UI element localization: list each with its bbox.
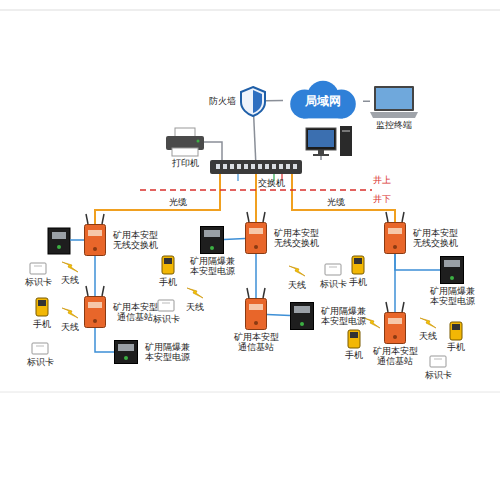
node-label: 矿用本安型通信基站: [231, 332, 281, 353]
power-supply: 矿用隔爆兼本安型电源: [290, 302, 314, 330]
annotation-label: 手机: [349, 277, 367, 287]
wireless-switch: 矿用本安型无线交换机: [84, 224, 106, 256]
station-body: [246, 223, 267, 254]
power-supply-shape: [114, 340, 138, 364]
connector-line: [255, 174, 257, 222]
connector-line: [395, 254, 440, 270]
connector-line: [266, 100, 283, 102]
wireless-switch-shape: [245, 222, 267, 254]
annotation-label: 手机: [33, 319, 51, 329]
connector-line: [394, 254, 396, 312]
printer-icon-shape: [166, 128, 204, 156]
base-station: 矿用本安型通信基站: [384, 312, 406, 344]
annotation-label: 天线: [419, 331, 437, 341]
node-label: 防火墙: [209, 96, 236, 106]
wireless-switch-shape: [84, 224, 106, 256]
annotation-label: 手机: [159, 277, 177, 287]
node-label: 矿用隔爆兼本安型电源: [187, 256, 237, 277]
power-supply: 矿用隔爆兼本安型电源: [440, 256, 464, 284]
frame-line: [0, 10, 500, 11]
node-label: 打印机: [172, 158, 199, 168]
station-body: [246, 299, 267, 330]
connector-line: [292, 174, 395, 222]
connector-line: [204, 142, 222, 160]
laptop-screen: [374, 86, 414, 111]
annotation-label: 天线: [186, 302, 204, 312]
power-body: [201, 227, 224, 254]
frame-line: [0, 392, 500, 393]
station-body: [85, 225, 106, 256]
connector-line: [95, 174, 220, 224]
connector-line: [94, 256, 96, 296]
shield-shape: [241, 87, 265, 116]
power-body: [441, 257, 464, 284]
node-label: 矿用本安型通信基站: [370, 346, 420, 367]
network-switch: 交换机: [210, 160, 302, 174]
power-supply: 矿用隔爆兼本安型电源: [200, 226, 224, 254]
firewall-icon: 防火墙: [240, 86, 266, 116]
power-body: [291, 303, 314, 330]
power-body: [115, 341, 138, 364]
pc-illustration: [306, 126, 352, 160]
annotation-label: 天线: [61, 275, 79, 285]
node-label: 矿用本安型无线交换机: [271, 228, 321, 249]
node-label: 交换机: [258, 178, 285, 188]
switch-body: [210, 160, 302, 174]
printer-body: [175, 128, 195, 137]
base-station: 矿用本安型通信基站: [84, 296, 106, 328]
connector-line: [255, 254, 257, 298]
annotation-label: 标识卡: [153, 314, 180, 324]
annotation-label: 手机: [447, 342, 465, 352]
connector-line: [95, 328, 114, 352]
node-label: 矿用本安型无线交换机: [410, 228, 460, 249]
network-switch-shape: [210, 160, 302, 174]
power-supply: 矿用隔爆兼本安型电源: [114, 340, 138, 364]
station-body: [85, 297, 106, 328]
power-supply-shape: [290, 302, 314, 330]
node-label: 局域网: [283, 80, 363, 120]
laptop-icon: 监控终端: [370, 86, 418, 118]
base-station-shape: [245, 298, 267, 330]
power-supply-shape: [440, 256, 464, 284]
annotation-label: 标识卡: [27, 357, 54, 367]
annotation-label: 标识卡: [425, 370, 452, 380]
firewall-icon-shape: [240, 86, 266, 116]
ground-divider: [140, 189, 372, 191]
annotation-label: 井上: [373, 175, 391, 185]
node-label: 监控终端: [376, 120, 412, 130]
annotation-label: 手机: [345, 350, 363, 360]
connector-line: [363, 100, 370, 102]
node-label: 矿用隔爆兼本安型电源: [318, 306, 368, 327]
power-supply-shape: [200, 226, 224, 254]
annotation-label: 标识卡: [320, 279, 347, 289]
power-supply-icon: [48, 228, 84, 254]
annotation-label: 标识卡: [25, 277, 52, 287]
wireless-switch: 矿用本安型无线交换机: [245, 222, 267, 254]
laptop-icon-shape: [370, 86, 418, 118]
annotation-label: 天线: [61, 322, 79, 332]
base-station-shape: [84, 296, 106, 328]
connector-line: [254, 116, 256, 160]
cloud-node: 局域网: [283, 80, 363, 120]
wireless-switch: 矿用本安型无线交换机: [384, 222, 406, 254]
base-station: 矿用本安型通信基站: [245, 298, 267, 330]
base-station-shape: [384, 312, 406, 344]
wireless-switch-shape: [384, 222, 406, 254]
connector-line: [267, 314, 290, 315]
annotation-label: 井下: [373, 194, 391, 204]
connector-line: [224, 238, 245, 240]
node-label: 矿用本安型无线交换机: [110, 230, 160, 251]
id-tag-icon: [30, 263, 446, 367]
node-label: 矿用隔爆兼本安型电源: [142, 342, 192, 363]
edge-label: 光缆: [168, 197, 188, 207]
node-label: 矿用隔爆兼本安型电源: [427, 286, 477, 307]
station-body: [385, 313, 406, 344]
edge-label: 光缆: [326, 197, 346, 207]
station-body: [385, 223, 406, 254]
annotation-label: 天线: [288, 280, 306, 290]
printer-icon: 打印机: [166, 128, 204, 156]
